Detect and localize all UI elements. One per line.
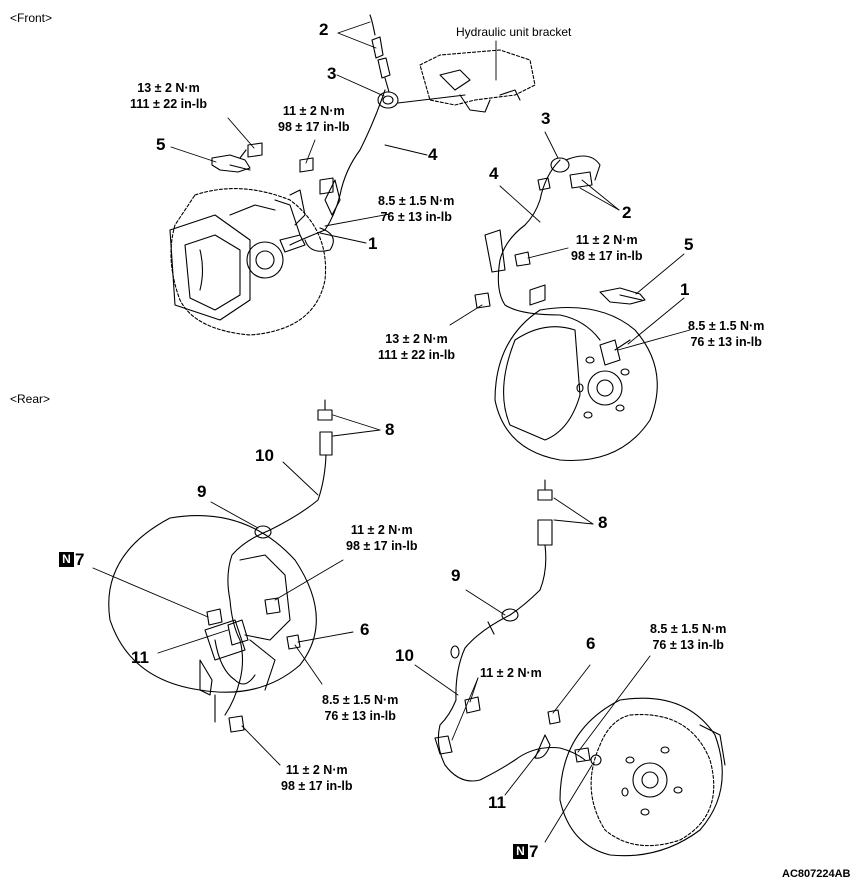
callout-1: 1 xyxy=(368,234,378,253)
callout-6: 6 xyxy=(360,620,370,639)
front-left-fasteners xyxy=(247,142,334,195)
callout-7-number: 7 xyxy=(75,550,85,569)
torque-imperial: 111 ± 22 in-lb xyxy=(378,348,456,362)
torque-metric: 11 ± 2 N·m xyxy=(285,763,348,777)
callout-7-number: 7 xyxy=(529,842,539,861)
torque-imperial: 76 ± 13 in-lb xyxy=(690,335,762,349)
torque-metric: 11 ± 2 N·m xyxy=(282,104,345,118)
rear-left-brake-disc xyxy=(108,515,317,693)
torque-imperial: 76 ± 13 in-lb xyxy=(652,638,724,652)
callout-3: 3 xyxy=(541,109,551,128)
torque-metric: 13 ± 2 N·m xyxy=(137,81,200,95)
front-left-connector-ring xyxy=(369,14,399,109)
section-label-front: <Front> xyxy=(10,11,53,25)
torque-label-front-right-nut: 13 ± 2 N·m 111 ± 22 in-lb xyxy=(378,331,455,363)
rear-right-sensor-harness xyxy=(434,479,602,782)
torque-imperial: 111 ± 22 in-lb xyxy=(130,97,208,111)
callout-11: 11 xyxy=(131,648,149,667)
callout-4: 4 xyxy=(428,145,438,164)
torque-metric: 11 ± 2 N·m xyxy=(350,523,413,537)
callout-2: 2 xyxy=(319,20,329,39)
callout-6: 6 xyxy=(586,634,596,653)
figure-code: AC807224AB xyxy=(782,868,851,880)
torque-imperial: 98 ± 17 in-lb xyxy=(571,249,643,263)
rear-left-sensor-harness xyxy=(199,399,333,733)
torque-label-rear-right-bolt: 11 ± 2 N·m xyxy=(480,666,542,680)
torque-metric: 13 ± 2 N·m xyxy=(385,332,448,346)
front-left-brake-disc xyxy=(169,188,327,336)
callout-5: 5 xyxy=(156,135,166,154)
callout-2: 2 xyxy=(622,203,632,222)
front-right-brake-disc xyxy=(494,306,658,462)
callout-8: 8 xyxy=(385,420,395,439)
front-left-sensor-5 xyxy=(211,149,251,173)
callout-10: 10 xyxy=(255,446,274,465)
torque-label-front-right-sensor-bolt: 8.5 ± 1.5 N·m 76 ± 13 in-lb xyxy=(688,318,764,350)
callout-8: 8 xyxy=(598,513,608,532)
torque-metric: 8.5 ± 1.5 N·m xyxy=(688,319,765,333)
torque-imperial: 98 ± 17 in-lb xyxy=(346,539,418,553)
torque-label-front-right-bolt: 11 ± 2 N·m 98 ± 17 in-lb xyxy=(571,232,642,264)
callout-11: 11 xyxy=(488,793,506,812)
callout-4: 4 xyxy=(489,164,499,183)
torque-label-rear-left-lower-bolt: 11 ± 2 N·m 98 ± 17 in-lb xyxy=(281,762,352,794)
callout-9: 9 xyxy=(451,566,461,585)
torque-imperial: 76 ± 13 in-lb xyxy=(324,709,396,723)
torque-label-front-left-nut: 13 ± 2 N·m 111 ± 22 in-lb xyxy=(130,80,207,112)
callout-9: 9 xyxy=(197,482,207,501)
rear-right-brake-disc xyxy=(559,697,726,857)
torque-label-front-left-sensor-bolt: 8.5 ± 1.5 N·m 76 ± 13 in-lb xyxy=(378,193,454,225)
torque-imperial: 98 ± 17 in-lb xyxy=(278,120,350,134)
torque-metric: 8.5 ± 1.5 N·m xyxy=(322,693,399,707)
n-mark-icon: N xyxy=(513,844,528,859)
callout-5: 5 xyxy=(684,235,694,254)
n-mark-icon: N xyxy=(59,552,74,567)
hydraulic-unit-bracket-label: Hydraulic unit bracket xyxy=(456,25,572,39)
torque-label-rear-left-bolt: 11 ± 2 N·m 98 ± 17 in-lb xyxy=(346,522,417,554)
callout-3: 3 xyxy=(327,64,337,83)
torque-imperial: 76 ± 13 in-lb xyxy=(380,210,452,224)
torque-imperial: 98 ± 17 in-lb xyxy=(281,779,353,793)
torque-metric: 11 ± 2 N·m xyxy=(575,233,638,247)
front-right-sensor-harness xyxy=(474,155,631,366)
torque-label-rear-right-sensor-bolt: 8.5 ± 1.5 N·m 76 ± 13 in-lb xyxy=(650,621,726,653)
front-left-sensor-harness xyxy=(274,89,386,253)
torque-label-rear-left-sensor-bolt: 8.5 ± 1.5 N·m 76 ± 13 in-lb xyxy=(322,692,398,724)
callout-10: 10 xyxy=(395,646,414,665)
torque-metric: 8.5 ± 1.5 N·m xyxy=(378,194,455,208)
callout-1: 1 xyxy=(680,280,690,299)
torque-label-front-left-bolt: 11 ± 2 N·m 98 ± 17 in-lb xyxy=(278,103,349,135)
front-right-sensor-5 xyxy=(599,287,646,305)
leader-lines xyxy=(92,21,691,843)
hydraulic-unit-bracket xyxy=(419,49,536,113)
section-label-rear: <Rear> xyxy=(10,392,51,406)
torque-metric: 8.5 ± 1.5 N·m xyxy=(650,622,727,636)
